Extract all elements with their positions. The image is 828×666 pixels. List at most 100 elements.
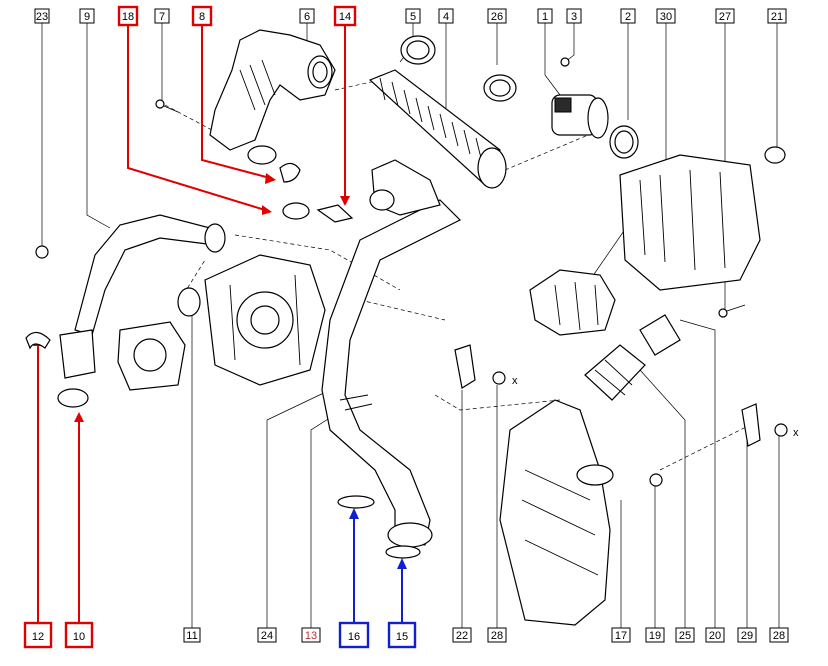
callout-24-label: 24 <box>261 630 273 642</box>
callout-8-label: 8 <box>199 11 205 23</box>
callout-25: 25 <box>675 627 695 643</box>
part-clip-8 <box>279 162 301 183</box>
red-arrows <box>37 25 346 623</box>
callout-4: 4 <box>438 8 454 24</box>
part-charge-pipe <box>321 199 462 548</box>
callout-21-label: 21 <box>771 11 783 23</box>
marker-x-left: x <box>512 375 518 387</box>
callout-22-label: 22 <box>456 630 468 642</box>
callout-28-right: 28 <box>769 627 789 643</box>
callout-12-label: 12 <box>32 631 44 643</box>
callout-1: 1 <box>537 8 553 24</box>
part-bolt-7 <box>155 99 179 113</box>
callout-6-label: 6 <box>304 11 310 23</box>
callout-11-label: 11 <box>186 630 197 642</box>
marker-x-right: x <box>793 427 799 439</box>
part-o-ring-2 <box>609 125 639 159</box>
callout-10-label: 10 <box>73 631 85 643</box>
part-intake-hose-25 <box>584 344 646 401</box>
callout-13-label: 13 <box>305 630 317 642</box>
callout-12: 12 <box>23 621 53 649</box>
callout-5-label: 5 <box>410 11 416 23</box>
callout-23-label: 23 <box>36 11 48 23</box>
part-grommet-23 <box>35 245 49 259</box>
part-bracket-22 <box>454 344 476 389</box>
callout-5: 5 <box>405 8 421 24</box>
callout-2-label: 2 <box>625 11 631 23</box>
part-throttle-body <box>117 321 186 391</box>
callout-4-label: 4 <box>443 11 449 23</box>
callout-19: 19 <box>645 627 665 643</box>
callout-3: 3 <box>566 8 582 24</box>
part-resonator-cover <box>529 269 616 336</box>
part-air-filter-box <box>619 146 786 291</box>
part-clamp-5 <box>400 35 436 65</box>
callout-9-label: 9 <box>84 11 90 23</box>
callout-16: 16 <box>338 621 370 649</box>
part-intake-housing <box>209 29 336 165</box>
callout-7-label: 7 <box>159 11 165 23</box>
part-o-ring-10 <box>57 388 89 408</box>
part-bolt-27 <box>718 304 746 318</box>
callout-17-label: 17 <box>615 630 627 642</box>
callout-1-label: 1 <box>542 11 548 23</box>
part-clip-14 <box>316 204 354 223</box>
part-intake-hose-20 <box>639 314 681 356</box>
callout-24: 24 <box>257 627 277 643</box>
part-screw-3 <box>560 57 570 67</box>
part-nut-28-right: x <box>774 423 799 439</box>
callout-21: 21 <box>767 8 787 24</box>
callout-14: 14 <box>333 5 357 27</box>
callout-25-label: 25 <box>679 630 691 642</box>
callout-30-label: 30 <box>660 11 672 23</box>
part-compressor <box>204 254 326 386</box>
callout-27-label: 27 <box>719 11 731 23</box>
callout-3-label: 3 <box>571 11 577 23</box>
part-nut-28-left: x <box>492 371 518 387</box>
part-clamp-26 <box>483 74 517 102</box>
part-o-ring-18 <box>282 202 310 220</box>
callout-2: 2 <box>620 8 636 24</box>
callout-26-label: 26 <box>491 11 503 23</box>
callout-6: 6 <box>299 8 315 24</box>
callout-23: 23 <box>34 8 50 24</box>
callout-19-label: 19 <box>649 630 661 642</box>
callout-15-label: 15 <box>396 631 408 643</box>
blue-arrows <box>353 518 403 623</box>
callout-20-label: 20 <box>709 630 721 642</box>
callout-15: 15 <box>387 621 417 649</box>
callout-14-label: 14 <box>339 11 351 23</box>
callout-29: 29 <box>737 627 757 643</box>
part-maf-sensor <box>551 94 609 139</box>
callout-16-label: 16 <box>348 631 360 643</box>
callout-17: 17 <box>611 627 631 643</box>
callout-11: 11 <box>183 627 201 643</box>
callout-29-label: 29 <box>741 630 753 642</box>
callout-28-left: 28 <box>487 627 507 643</box>
callout-26: 26 <box>487 8 507 24</box>
part-clamp-11 <box>177 287 201 317</box>
callout-28-left-label: 28 <box>491 630 503 642</box>
callout-8: 8 <box>191 5 213 27</box>
blue-arrowheads <box>349 508 407 569</box>
part-gasket-16 <box>337 495 375 509</box>
callout-18-label: 18 <box>122 11 134 23</box>
part-corrugated-hose <box>368 69 507 189</box>
callout-13: 13 <box>301 627 321 643</box>
part-intake-pipe-9 <box>59 214 226 379</box>
part-gasket-15 <box>385 545 421 559</box>
callout-22: 22 <box>452 627 472 643</box>
part-elbow <box>369 159 441 216</box>
callout-28-right-label: 28 <box>773 630 785 642</box>
callout-10: 10 <box>64 621 94 649</box>
part-clip-12 <box>25 331 51 350</box>
callout-9: 9 <box>79 8 95 24</box>
part-intake-duct-17 <box>499 399 614 626</box>
callout-20: 20 <box>705 627 725 643</box>
callout-7: 7 <box>154 8 170 24</box>
part-bracket-29 <box>741 403 761 447</box>
callout-30: 30 <box>656 8 676 24</box>
callout-18: 18 <box>117 5 139 27</box>
part-grommet-19 <box>649 473 663 487</box>
